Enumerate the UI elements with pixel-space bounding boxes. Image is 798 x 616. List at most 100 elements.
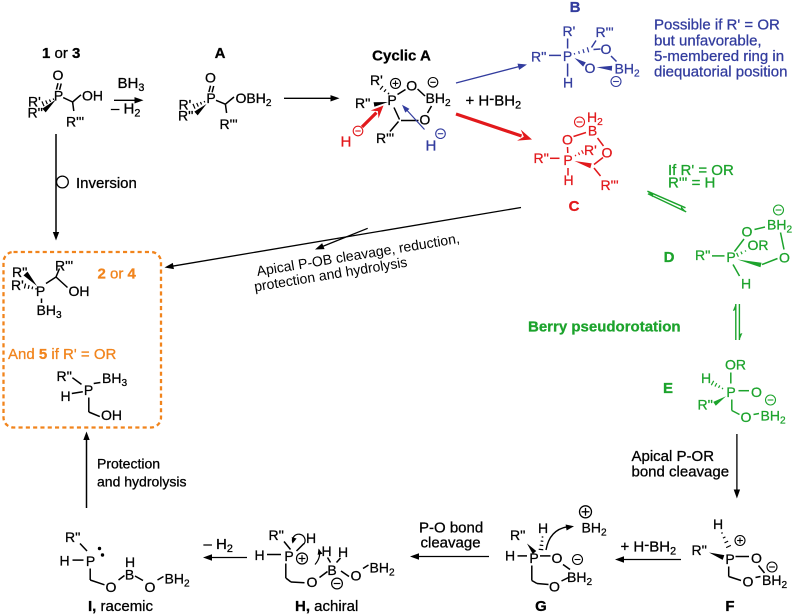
svg-text:BH2: BH2 [165, 571, 190, 590]
svg-text:R'': R'' [57, 368, 72, 384]
svg-text:Inversion: Inversion [76, 175, 137, 192]
svg-text:B: B [570, 0, 581, 16]
svg-text:G: G [535, 598, 547, 615]
svg-text:H: H [741, 276, 751, 292]
svg-text:P: P [54, 88, 63, 104]
svg-text:O: O [351, 568, 362, 584]
svg-text:BH3: BH3 [118, 75, 145, 94]
svg-text:O: O [601, 41, 612, 57]
svg-text:H: H [426, 138, 437, 155]
svg-text:B: B [327, 562, 336, 578]
svg-text:R'': R'' [178, 108, 193, 124]
svg-text:R'': R'' [269, 527, 284, 543]
svg-text:+ H-​BH2: + H-​BH2 [466, 90, 522, 111]
svg-text:+ H-​BH2: + H-​BH2 [621, 536, 677, 557]
svg-text:R''' = H: R''' = H [668, 175, 715, 192]
svg-text:BH2: BH2 [582, 520, 607, 539]
svg-text:R': R' [179, 97, 192, 113]
svg-text:O: O [742, 224, 753, 240]
svg-text:P: P [86, 553, 95, 569]
svg-text:H: H [505, 548, 515, 564]
svg-text:O: O [779, 250, 790, 266]
svg-text:H: H [538, 520, 548, 536]
svg-text:If R' = OR: If R' = OR [668, 162, 734, 179]
svg-text:H: H [701, 370, 711, 386]
svg-text:R': R' [370, 72, 383, 88]
svg-text:H: H [60, 388, 70, 404]
svg-text:H: H [125, 554, 135, 570]
svg-text:H: H [321, 543, 331, 559]
svg-text:H: H [563, 172, 573, 188]
svg-text:E: E [663, 380, 673, 397]
svg-text:Apical P-OR: Apical P-OR [632, 448, 715, 465]
svg-text:1 or 3: 1 or 3 [42, 45, 80, 62]
svg-text:O: O [741, 409, 752, 425]
svg-text:H: H [306, 530, 316, 546]
svg-text:and hydrolysis: and hydrolysis [97, 474, 187, 490]
svg-text:O: O [552, 550, 563, 566]
svg-text:A: A [215, 45, 226, 62]
svg-text:R''': R''' [596, 24, 614, 40]
svg-text:F: F [725, 598, 734, 615]
svg-text:BH2: BH2 [370, 560, 395, 579]
svg-text:H: H [59, 553, 69, 569]
svg-text:B: B [125, 567, 134, 583]
svg-text:R'': R'' [531, 49, 546, 65]
svg-text:R''': R''' [220, 116, 238, 132]
svg-text:O: O [307, 574, 318, 590]
svg-text:P: P [563, 48, 572, 64]
svg-text:O: O [106, 579, 117, 595]
svg-text:O: O [145, 579, 156, 595]
svg-text:I, racemic: I, racemic [88, 598, 154, 615]
svg-text:R': R' [28, 94, 41, 110]
svg-text:O: O [751, 550, 762, 566]
svg-text:O: O [205, 70, 216, 86]
svg-text:O: O [602, 145, 613, 161]
svg-text:B: B [588, 123, 597, 139]
svg-text:R''': R''' [376, 130, 394, 146]
svg-text:P: P [84, 382, 93, 398]
svg-text:P: P [529, 550, 538, 566]
svg-text:O: O [419, 112, 430, 128]
svg-text:O: O [406, 78, 417, 94]
svg-text:R''': R''' [66, 114, 84, 130]
svg-text:R'': R'' [698, 397, 713, 413]
svg-text:5-membered ring in: 5-membered ring in [654, 48, 784, 65]
svg-text:R'': R'' [695, 247, 710, 263]
svg-text:P: P [726, 384, 735, 400]
svg-text:2 or 4: 2 or 4 [98, 266, 137, 283]
svg-text:OH: OH [82, 88, 103, 104]
svg-text:OH: OH [101, 407, 122, 423]
svg-text:H: H [563, 75, 573, 91]
svg-text:OR: OR [748, 237, 769, 253]
svg-text:bond cleavage: bond cleavage [632, 464, 730, 481]
svg-text:R'': R'' [355, 95, 370, 111]
svg-text:R': R' [563, 23, 576, 39]
svg-text:O: O [743, 574, 754, 590]
svg-text:Berry pseudorotation: Berry pseudorotation [528, 319, 681, 336]
svg-text:And 5 if R' = OR: And 5 if R' = OR [8, 346, 116, 363]
svg-text:R': R' [584, 142, 597, 158]
svg-text:R'': R'' [65, 529, 80, 545]
svg-text:O: O [751, 384, 762, 400]
svg-text:R'': R'' [28, 105, 43, 121]
svg-text:diequatorial position: diequatorial position [654, 64, 787, 81]
svg-text:BH2: BH2 [426, 90, 451, 109]
svg-text:BH2: BH2 [762, 572, 787, 591]
svg-text:P: P [387, 92, 396, 108]
svg-text:R'': R'' [12, 264, 27, 280]
svg-text:P: P [563, 152, 572, 168]
svg-text:P: P [36, 283, 45, 299]
svg-text:O: O [53, 67, 64, 83]
svg-text:BH2: BH2 [567, 569, 592, 588]
svg-text:R''': R''' [601, 177, 619, 193]
svg-text:O: O [562, 132, 573, 148]
svg-text:cleavage: cleavage [421, 535, 481, 552]
svg-text:C: C [569, 198, 580, 215]
svg-text:H: H [338, 544, 348, 560]
svg-text:BH3: BH3 [37, 302, 62, 321]
svg-text:H2: H2 [587, 109, 603, 128]
svg-text:P: P [206, 90, 215, 106]
svg-text:Protection: Protection [97, 456, 160, 472]
svg-text:H: H [254, 547, 264, 563]
